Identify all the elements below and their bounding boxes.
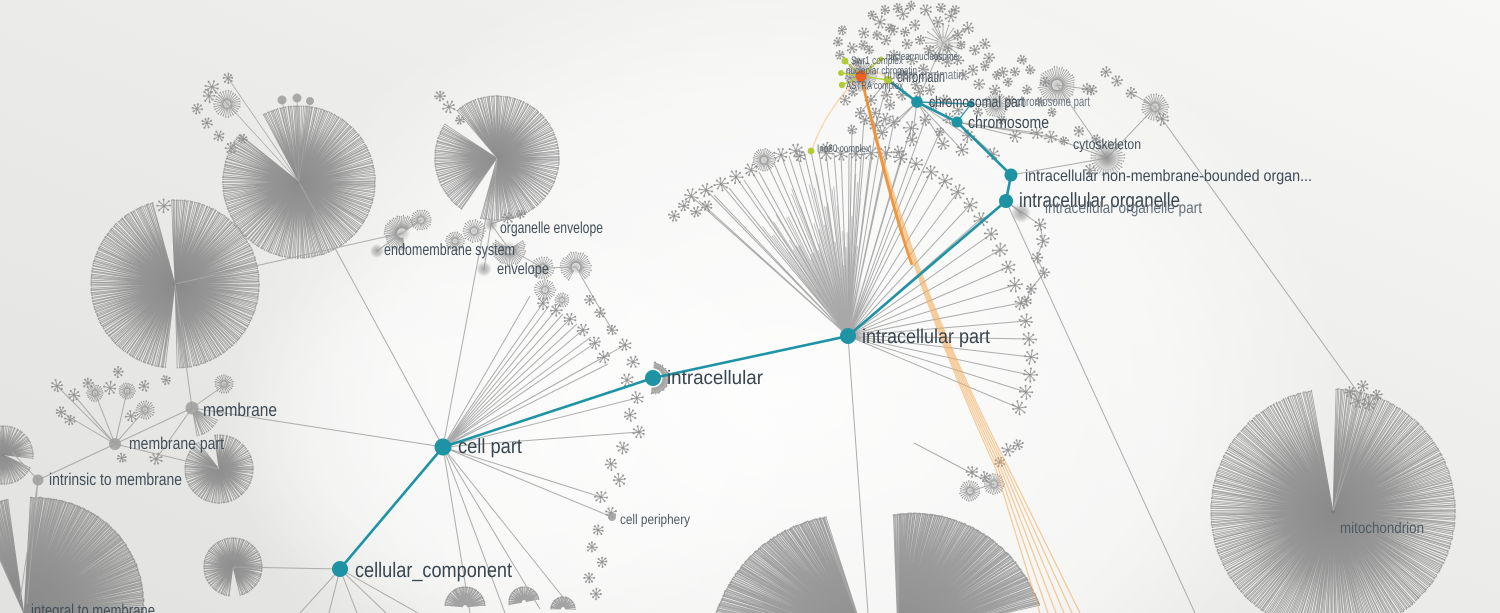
svg-text:nuclear chromatin: nuclear chromatin bbox=[884, 67, 964, 82]
svg-text:Swr1 complex: Swr1 complex bbox=[851, 55, 903, 67]
svg-text:chromatin: chromatin bbox=[897, 69, 945, 86]
svg-text:cell periphery: cell periphery bbox=[620, 511, 690, 527]
svg-text:intracellular: intracellular bbox=[667, 367, 763, 389]
svg-text:endomembrane system: endomembrane system bbox=[384, 241, 515, 259]
svg-text:cell part: cell part bbox=[458, 435, 522, 458]
svg-text:cellular_component: cellular_component bbox=[355, 559, 512, 582]
svg-text:intracellular organelle part: intracellular organelle part bbox=[1045, 200, 1202, 217]
svg-text:cytoskeleton: cytoskeleton bbox=[1073, 137, 1141, 153]
svg-text:chromosomal part: chromosomal part bbox=[929, 94, 1026, 111]
svg-text:chromosome part: chromosome part bbox=[1016, 94, 1090, 109]
svg-text:intrinsic to membrane: intrinsic to membrane bbox=[49, 470, 182, 489]
svg-text:mitochondrion: mitochondrion bbox=[1340, 520, 1424, 537]
svg-text:nucleolar chromatin: nucleolar chromatin bbox=[846, 65, 917, 77]
svg-text:Ino80 complex: Ino80 complex bbox=[817, 143, 870, 155]
svg-text:organelle envelope: organelle envelope bbox=[500, 220, 603, 237]
svg-text:ASTRA complex: ASTRA complex bbox=[846, 80, 903, 92]
svg-text:integral to membrane: integral to membrane bbox=[31, 601, 155, 613]
svg-text:membrane: membrane bbox=[203, 399, 277, 420]
svg-text:intracellular non-membrane-bou: intracellular non-membrane-bounded organ… bbox=[1025, 168, 1312, 185]
svg-text:membrane part: membrane part bbox=[129, 434, 224, 453]
svg-text:intracellular organelle: intracellular organelle bbox=[1019, 189, 1180, 212]
svg-text:intracellular part: intracellular part bbox=[862, 326, 990, 348]
svg-text:chromosome: chromosome bbox=[968, 113, 1049, 132]
svg-text:nuclear nucleosome: nuclear nucleosome bbox=[886, 51, 958, 63]
svg-text:envelope: envelope bbox=[497, 261, 549, 278]
